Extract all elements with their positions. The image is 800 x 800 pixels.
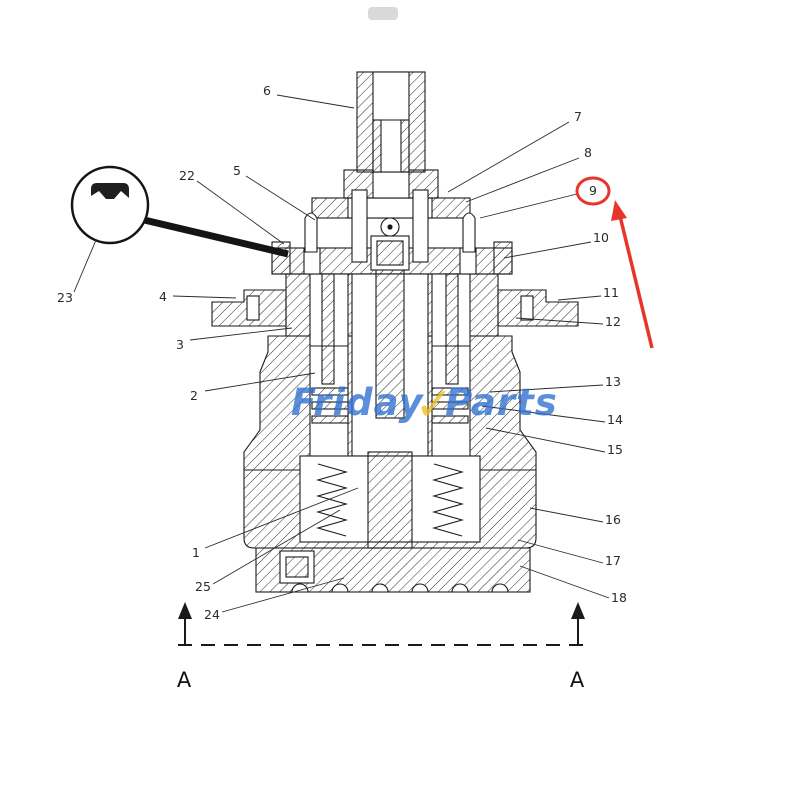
left-spring: [315, 463, 349, 537]
watermark-first: Friday: [291, 381, 424, 424]
callout-15: 15: [607, 441, 623, 457]
callout-16: 16: [605, 511, 621, 527]
callout-24: 24: [204, 606, 220, 622]
section-letter-right: A: [569, 668, 585, 692]
callout-2: 2: [190, 387, 198, 403]
callout-8: 8: [584, 144, 592, 160]
right-flange-wing: [497, 289, 579, 327]
right-spring: [431, 463, 465, 537]
callout-13: 13: [605, 373, 621, 389]
callout-12: 12: [605, 313, 621, 329]
red-highlight-annotation: [575, 176, 654, 349]
section-arrow-left-icon: [178, 602, 192, 619]
callout-17: 17: [605, 552, 621, 568]
callout-22: 22: [179, 167, 195, 183]
callout-11: 11: [603, 284, 619, 300]
top-pill: [368, 7, 398, 20]
callout-14: 14: [607, 411, 623, 427]
seal-detail-circle: [70, 165, 289, 258]
center-spool-stem: [375, 267, 405, 419]
red-arrow: [618, 215, 654, 349]
watermark-second: Parts: [445, 381, 558, 424]
red-arrowhead-icon: [611, 200, 627, 221]
section-line: [178, 602, 585, 646]
valve-cross-section: [211, 71, 579, 593]
center-pedestal: [367, 451, 413, 549]
seal-profile-glyph: [91, 183, 129, 199]
right-bolt: [462, 212, 476, 253]
red-highlight-circle: [575, 176, 611, 206]
callout-1: 1: [192, 544, 200, 560]
watermark-check-icon: ✓: [414, 377, 455, 431]
callout-4: 4: [159, 288, 167, 304]
section-arrow-right-icon: [571, 602, 585, 619]
watermark: Friday✓Parts: [291, 377, 558, 431]
section-letter-left: A: [176, 668, 192, 692]
callout-23: 23: [57, 289, 73, 305]
callout-3: 3: [176, 336, 184, 352]
leader-lines: [73, 94, 610, 613]
callout-18: 18: [611, 589, 627, 605]
left-bolt: [304, 212, 318, 253]
callout-5: 5: [233, 162, 241, 178]
callout-10: 10: [593, 229, 609, 245]
callout-25: 25: [195, 578, 211, 594]
callout-9-highlighted: 9: [589, 182, 597, 198]
callout-6: 6: [263, 82, 271, 98]
callout-7: 7: [574, 108, 582, 124]
